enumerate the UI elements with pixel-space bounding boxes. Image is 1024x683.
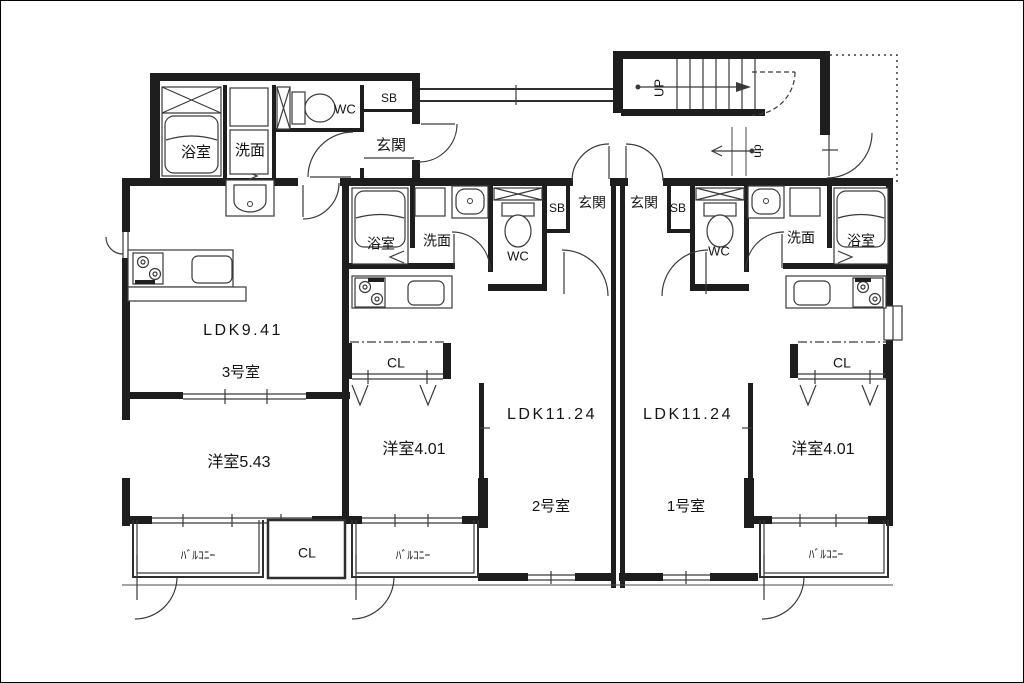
unit1-ldk-label: LDK11.24	[643, 406, 733, 423]
unit2-name-label: 2号室	[532, 498, 570, 515]
unit2-bedroom-label: 洋室4.01	[382, 440, 445, 458]
unit3-balcony-label: ﾊﾞﾙｺﾆｰ	[181, 549, 216, 562]
unit1-wc-label: WC	[708, 243, 730, 258]
unit3-closet-label: CL	[298, 545, 316, 561]
up-arrowhead	[736, 82, 751, 92]
fixtures	[127, 86, 889, 407]
bathtub-unit2	[351, 187, 409, 265]
unit3-wc-label: WC	[334, 101, 356, 116]
unit3-ldk-label: LDK9.41	[203, 322, 283, 339]
unit3-name-label: 3号室	[222, 364, 260, 381]
unit1-washroom-label: 洗面	[787, 230, 815, 246]
bathtub-unit1	[833, 187, 889, 265]
unit3-washroom-label: 洗面	[235, 142, 265, 159]
unit2-bath-label: 浴室	[367, 236, 395, 252]
unit2-washroom-label: 洗面	[423, 233, 451, 249]
unit2-entrance-label: 玄関	[578, 195, 606, 211]
kitchen-unit2	[351, 275, 453, 309]
unit2-balcony-label: ﾊﾞﾙｺﾆｰ	[396, 549, 431, 562]
unit3-sb-label: SB	[381, 91, 397, 105]
unit1-bedroom-label: 洋室4.01	[791, 440, 854, 458]
kitchen-unit1	[785, 275, 887, 309]
unit3-bath-label: 浴室	[181, 144, 211, 161]
balconies	[122, 518, 893, 620]
entry-door-arc	[826, 132, 873, 179]
washbasin-unit3	[225, 179, 275, 217]
washbasin-unit2	[451, 185, 489, 219]
unit3-bedroom-label: 洋室5.43	[207, 453, 270, 471]
unit1-balcony-label: ﾊﾞﾙｺﾆｰ	[809, 548, 844, 561]
stairwell	[635, 54, 898, 183]
toilet-unit1	[695, 187, 745, 248]
kitchen-unit3	[127, 249, 247, 302]
unit1-entrance-label: 玄関	[630, 195, 658, 211]
labels: 浴室 洗面 WC SB 玄関 LDK9.41 3号室 洋室5.43 ﾊﾞﾙｺﾆｰ…	[181, 79, 875, 562]
washer-space-unit3	[229, 129, 269, 175]
unit1-closet-label: CL	[833, 355, 851, 371]
unit2-sb-label: SB	[549, 201, 565, 215]
cabinet-unit2	[414, 187, 446, 217]
doors	[105, 123, 785, 297]
unit2-ldk-label: LDK11.24	[507, 406, 597, 423]
unit2-closet-label: CL	[387, 355, 405, 371]
unit3-entrance-label: 玄関	[376, 137, 406, 154]
unit1-sb-label: SB	[670, 201, 686, 215]
closet-unit2	[350, 341, 445, 407]
toilet-unit2	[493, 187, 543, 248]
closet-unit3	[266, 518, 347, 580]
unit1-bath-label: 浴室	[847, 233, 875, 249]
cabinet-unit1	[789, 187, 821, 217]
partition-walls	[122, 85, 893, 480]
walls	[122, 51, 893, 588]
cabinet-unit3	[229, 87, 269, 127]
bathtub-unit3	[161, 86, 259, 183]
unit2-wc-label: WC	[507, 248, 529, 263]
toilet-unit3	[276, 86, 336, 130]
windows	[122, 85, 903, 584]
stairs-up-lower-label: up	[750, 144, 764, 158]
washbasin-unit1	[747, 185, 785, 219]
porch-dotted-outline	[830, 54, 898, 183]
stairs-up-label: UP	[651, 79, 666, 97]
unit1-name-label: 1号室	[667, 498, 705, 515]
closet-unit1	[798, 341, 886, 407]
